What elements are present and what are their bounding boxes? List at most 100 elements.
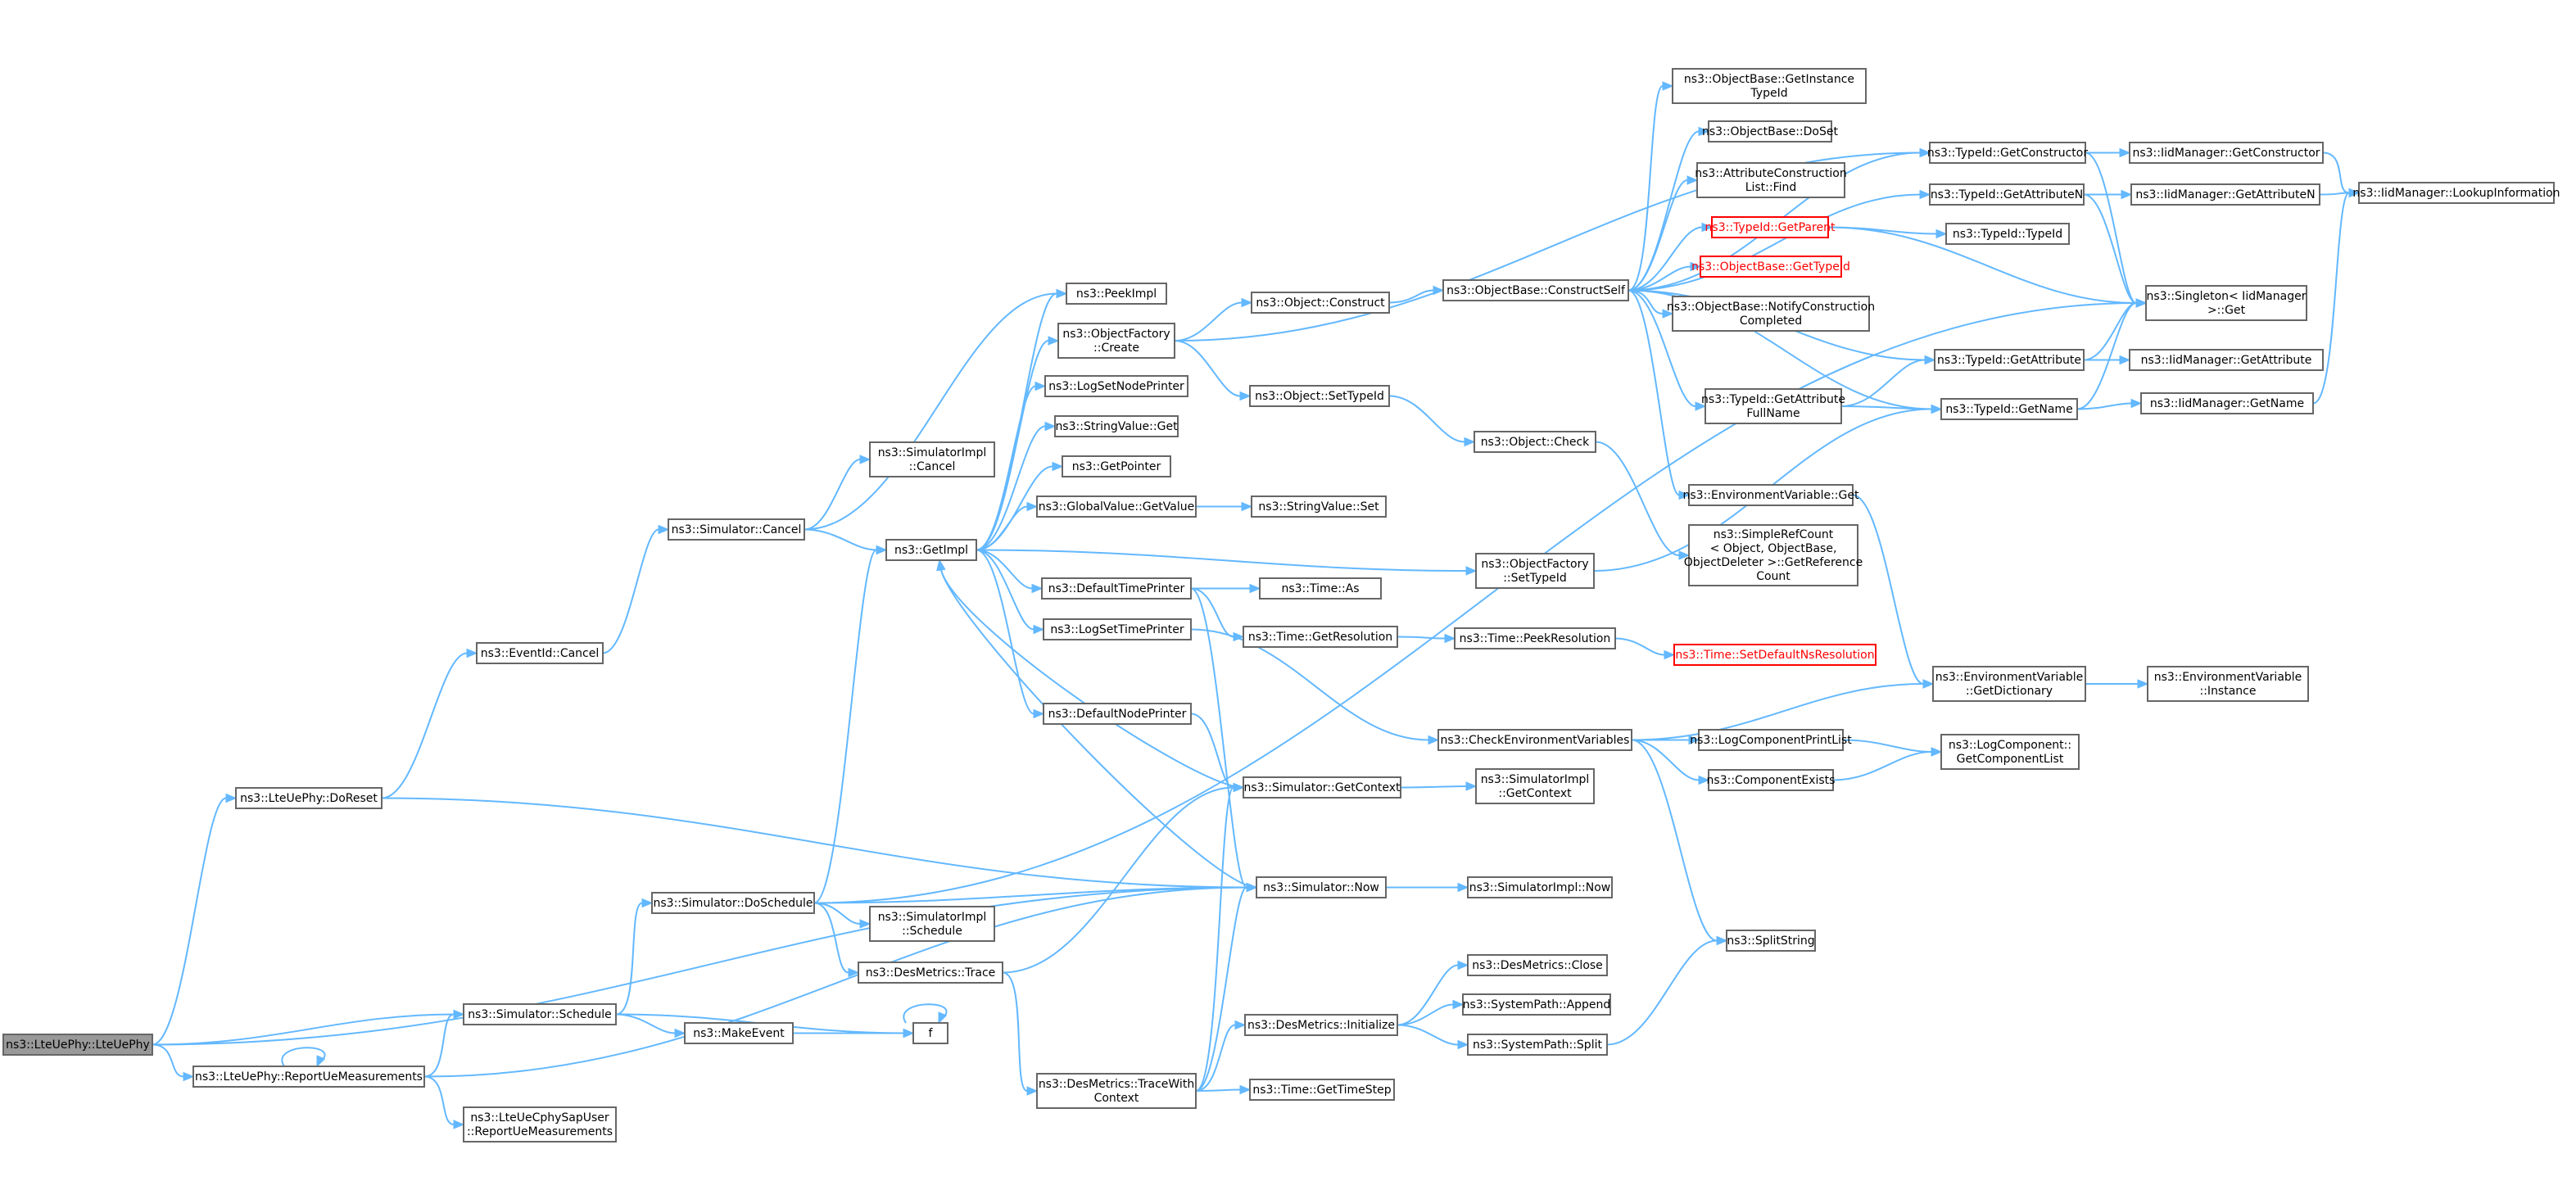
- node-deftime[interactable]: ns3::DefaultTimePrinter: [1041, 577, 1192, 600]
- node-doreset[interactable]: ns3::LteUePhy::DoReset: [235, 787, 383, 809]
- node-desinit[interactable]: ns3::DesMetrics::Initialize: [1244, 1014, 1398, 1036]
- node-destrace[interactable]: ns3::DesMetrics::Trace: [858, 962, 1003, 984]
- node-implnow[interactable]: ns3::SimulatorImpl::Now: [1467, 876, 1613, 898]
- node-f[interactable]: f: [912, 1022, 948, 1044]
- edge-line: [1852, 494, 1924, 685]
- edge-line: [1628, 193, 1921, 292]
- node-root[interactable]: ns3::LteUePhy::LteUePhy: [2, 1034, 153, 1056]
- node-tidgetattrn[interactable]: ns3::TypeId::GetAttributeN: [1929, 183, 2085, 206]
- node-simcancel[interactable]: ns3::Simulator::Cancel: [668, 518, 805, 541]
- node-label: ns3::Time::GetTimeStep: [1252, 1084, 1391, 1097]
- node-strset[interactable]: ns3::StringValue::Set: [1251, 495, 1387, 518]
- node-makeevent[interactable]: ns3::MakeEvent: [684, 1022, 794, 1044]
- node-defnode[interactable]: ns3::DefaultNodePrinter: [1043, 703, 1192, 725]
- node-tidtypeid[interactable]: ns3::TypeId::TypeId: [1945, 223, 2070, 245]
- node-iidgetctor[interactable]: ns3::IidManager::GetConstructor: [2129, 142, 2324, 164]
- node-timegetres[interactable]: ns3::Time::GetResolution: [1243, 626, 1398, 648]
- node-logsetnode[interactable]: ns3::LogSetNodePrinter: [1044, 375, 1188, 397]
- node-tidgetparent[interactable]: ns3::TypeId::GetParent: [1705, 216, 1836, 238]
- node-setdefaultres[interactable]: ns3::Time::SetDefaultNsResolution: [1673, 644, 1877, 666]
- node-implcancel[interactable]: ns3::SimulatorImpl::Cancel: [869, 441, 995, 477]
- edge-arrow: [1701, 222, 1714, 233]
- node-label: ns3::ObjectFactory: [1062, 328, 1170, 341]
- node-envgetdict[interactable]: ns3::EnvironmentVariable::GetDictionary: [1932, 666, 2086, 702]
- node-iidgetname[interactable]: ns3::IidManager::GetName: [2140, 392, 2314, 414]
- node-ofcreate[interactable]: ns3::ObjectFactory::Create: [1057, 323, 1175, 359]
- node-label: ns3::DesMetrics::Close: [1472, 959, 1603, 972]
- node-box: [1467, 876, 1613, 898]
- node-desclose[interactable]: ns3::DesMetrics::Close: [1467, 954, 1608, 976]
- edge-timegetres-to-timepeekres: [1397, 633, 1456, 644]
- edge-arrow: [936, 559, 946, 572]
- node-logcompprint[interactable]: ns3::LogComponentPrintList: [1690, 729, 1852, 751]
- node-getimpl[interactable]: ns3::GetImpl: [885, 539, 977, 561]
- node-tidgetattr[interactable]: ns3::TypeId::GetAttribute: [1934, 349, 2085, 371]
- node-envget[interactable]: ns3::EnvironmentVariable::Get: [1683, 484, 1859, 506]
- node-iidgetattr[interactable]: ns3::IidManager::GetAttribute: [2129, 349, 2324, 371]
- edge-arrow: [1919, 189, 1931, 200]
- node-obdoset[interactable]: ns3::ObjectBase::DoSet: [1702, 120, 1838, 143]
- edge-line: [423, 1075, 455, 1125]
- node-label: f: [929, 1027, 934, 1040]
- node-implschedule[interactable]: ns3::SimulatorImpl::Schedule: [869, 906, 995, 942]
- node-objcheck[interactable]: ns3::Object::Check: [1474, 431, 1596, 453]
- node-timeas[interactable]: ns3::Time::As: [1259, 577, 1382, 600]
- node-reportue[interactable]: ns3::LteUePhy::ReportUeMeasurements: [192, 1066, 425, 1088]
- node-spappend[interactable]: ns3::SystemPath::Append: [1462, 993, 1611, 1016]
- edge-tracewith-to-gettimestep: [1195, 1084, 1252, 1095]
- node-iidlookup[interactable]: ns3::IidManager::LookupInformation: [2352, 182, 2560, 204]
- node-checkenv[interactable]: ns3::CheckEnvironmentVariables: [1437, 729, 1632, 751]
- edge-line: [1827, 226, 2137, 304]
- node-box: [1708, 769, 1834, 791]
- node-tidgetctor[interactable]: ns3::TypeId::GetConstructor: [1927, 142, 2088, 164]
- node-implgetcontext[interactable]: ns3::SimulatorImpl::GetContext: [1475, 768, 1595, 804]
- node-objconstruct[interactable]: ns3::Object::Construct: [1251, 292, 1390, 314]
- node-peekimpl[interactable]: ns3::PeekImpl: [1066, 283, 1167, 305]
- node-singleton[interactable]: ns3::Singleton< IidManager>::Get: [2145, 285, 2307, 321]
- node-label: ns3::LogSetTimePrinter: [1050, 623, 1184, 636]
- node-timepeekres[interactable]: ns3::Time::PeekResolution: [1454, 627, 1616, 649]
- node-label: ns3::SystemPath::Split: [1473, 1038, 1602, 1052]
- node-logcompgetlist[interactable]: ns3::LogComponent::GetComponentList: [1940, 734, 2080, 770]
- edge-line: [1388, 395, 1465, 443]
- edge-arrow: [1716, 935, 1728, 946]
- edge-deftime-to-timeas: [1191, 583, 1261, 594]
- node-spsplit[interactable]: ns3::SystemPath::Split: [1467, 1034, 1608, 1056]
- node-simnow[interactable]: ns3::Simulator::Now: [1256, 876, 1387, 898]
- node-simplerefcount[interactable]: ns3::SimpleRefCount< Object, ObjectBase,…: [1684, 524, 1863, 586]
- node-cphysap[interactable]: ns3::LteUeCphySapUser::ReportUeMeasureme…: [463, 1106, 617, 1143]
- node-obnotify[interactable]: ns3::ObjectBase::NotifyConstructionCompl…: [1667, 296, 1875, 332]
- node-getpointer[interactable]: ns3::GetPointer: [1062, 455, 1171, 477]
- node-objsettypeid[interactable]: ns3::Object::SetTypeId: [1249, 385, 1390, 407]
- node-obgettypeid[interactable]: ns3::ObjectBase::GetTypeId: [1691, 256, 1850, 278]
- node-box: [1474, 431, 1596, 453]
- node-iidgetattrn[interactable]: ns3::IidManager::GetAttributeN: [2130, 183, 2320, 206]
- node-simschedule[interactable]: ns3::Simulator::Schedule: [463, 1003, 617, 1025]
- edge-line: [1840, 405, 1932, 410]
- node-label: ns3::IidManager::LookupInformation: [2352, 187, 2560, 200]
- node-splitstring[interactable]: ns3::SplitString: [1726, 930, 1816, 952]
- edge-arrow: [183, 1071, 195, 1082]
- edge-arrow: [2130, 398, 2143, 409]
- node-box: [192, 1066, 425, 1088]
- edge-line: [1195, 786, 1234, 1092]
- node-strget[interactable]: ns3::StringValue::Get: [1054, 415, 1179, 437]
- edge-line: [615, 902, 643, 1016]
- node-logsettime[interactable]: ns3::LogSetTimePrinter: [1043, 618, 1192, 640]
- node-tidgetname[interactable]: ns3::TypeId::GetName: [1940, 398, 2078, 420]
- node-doschedule[interactable]: ns3::Simulator::DoSchedule: [651, 892, 815, 914]
- node-envinstance[interactable]: ns3::EnvironmentVariable::Instance: [2147, 666, 2309, 702]
- node-eventcancel[interactable]: ns3::EventId::Cancel: [476, 642, 604, 664]
- node-compexists[interactable]: ns3::ComponentExists: [1707, 769, 1836, 791]
- node-ofsettypeid[interactable]: ns3::ObjectFactory::SetTypeId: [1475, 553, 1595, 589]
- node-gettimestep[interactable]: ns3::Time::GetTimeStep: [1249, 1079, 1395, 1101]
- node-constructself[interactable]: ns3::ObjectBase::ConstructSelf: [1442, 279, 1629, 301]
- node-getcontext[interactable]: ns3::Simulator::GetContext: [1243, 776, 1401, 799]
- node-box: [1672, 68, 1867, 104]
- node-box: [1940, 398, 2078, 420]
- node-gvgetvalue[interactable]: ns3::GlobalValue::GetValue: [1036, 495, 1197, 518]
